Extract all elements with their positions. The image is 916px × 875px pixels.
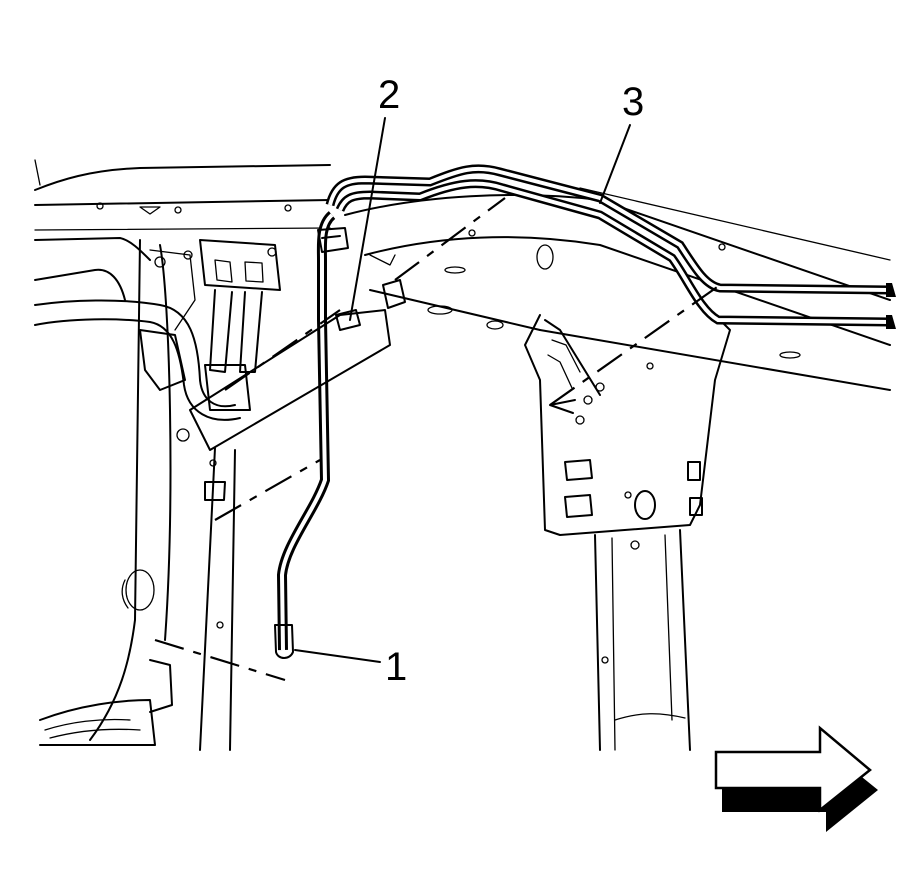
left-body-structure [34,159,331,751]
right-arrow-icon [714,725,878,832]
callout-2: 2 [378,73,400,117]
pipe-assembly [325,164,896,329]
frame-rail [344,187,891,391]
vertical-pipe [274,211,361,659]
callout-leaders [294,117,631,663]
callout-1: 1 [385,645,407,689]
frame-bracket [524,299,731,751]
detail-leaders [154,197,721,682]
callout-3: 3 [622,80,644,124]
